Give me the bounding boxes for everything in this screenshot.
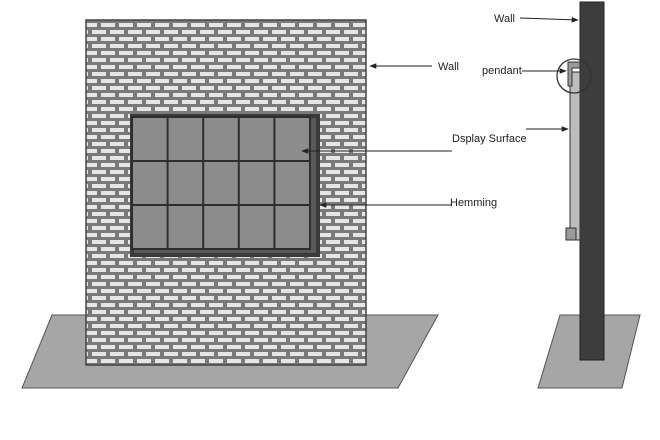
display-tile: [275, 162, 309, 204]
display-tile: [275, 206, 309, 248]
front-wall-label: Wall: [438, 61, 459, 73]
front-view: [21, 19, 439, 389]
pendant-label: pendant: [482, 65, 522, 77]
display-tile: [168, 206, 203, 248]
display-surface: [131, 116, 311, 250]
display-tiles: [133, 118, 309, 248]
display-tile: [133, 206, 167, 248]
display-tile: [204, 206, 238, 248]
display-tile: [204, 162, 238, 204]
hemming-label: Hemming: [450, 197, 497, 209]
side-view: [537, 1, 641, 389]
side-display-foot: [565, 227, 577, 241]
display-tile: [275, 118, 309, 160]
side-display-panel: [569, 71, 581, 241]
display-tile: [239, 118, 274, 160]
display-tile: [168, 118, 203, 160]
display-tile: [204, 118, 238, 160]
display-tile: [168, 162, 203, 204]
side-wall-label: Wall: [494, 13, 515, 25]
side-wall: [579, 1, 605, 361]
pendant-hook: [567, 61, 581, 87]
pendant-detail-circle: [556, 58, 592, 94]
side-wall-arrow: [519, 16, 579, 23]
display-tile: [239, 162, 274, 204]
display-tile: [133, 118, 167, 160]
display-tile: [133, 162, 167, 204]
callouts: Wall Dsplay Surface Hemming Wall pendant: [301, 13, 579, 209]
display-tile: [239, 206, 274, 248]
display-surface-label: Dsplay Surface: [452, 133, 527, 145]
